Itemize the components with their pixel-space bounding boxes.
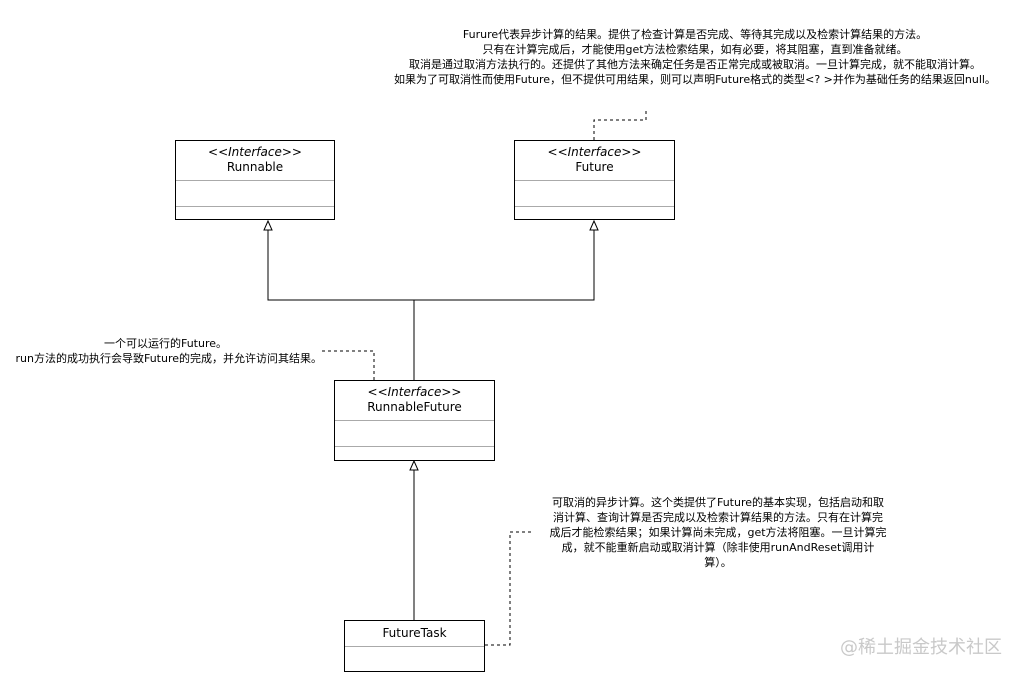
inheritance-arrow-runnable: [263, 219, 273, 231]
class-future-name: Future: [575, 160, 614, 174]
inheritance-arrow-futuretask: [409, 459, 419, 471]
note-runnable-future: 一个可以运行的Future。 run方法的成功执行会导致Future的完成，并允…: [0, 336, 323, 366]
note-link-future: [593, 110, 647, 140]
note-future-task-line: 成，就不能重新启动或取消计算（除非使用runAndReset调用计: [561, 541, 875, 554]
inheritance-arrow-future: [589, 219, 599, 231]
note-future-task-line: 可取消的异步计算。这个类提供了Future的基本实现，包括启动和取: [551, 496, 885, 509]
inheritance-line-future: [414, 230, 595, 301]
class-runnable-future-methods: [335, 447, 494, 460]
note-future-task-line: 成后才能检索结果；如果计算尚未完成，get方法将阻塞。一旦计算完: [549, 526, 887, 539]
class-future-task[interactable]: FutureTask: [344, 620, 485, 672]
class-future-stereotype: <<Interface>>: [547, 145, 642, 159]
class-runnable-future[interactable]: <<Interface>> RunnableFuture: [334, 380, 495, 461]
class-runnable-future-attributes: [335, 421, 494, 447]
class-runnable-attributes: [176, 181, 334, 207]
class-future-methods: [515, 207, 674, 219]
class-runnable-header: <<Interface>> Runnable: [176, 141, 334, 181]
class-future-task-header: FutureTask: [345, 621, 484, 647]
class-runnable-methods: [176, 207, 334, 219]
note-future-task: 可取消的异步计算。这个类提供了Future的基本实现，包括启动和取 消计算、查询…: [522, 495, 914, 570]
class-runnable-stereotype: <<Interface>>: [208, 145, 302, 159]
class-runnable[interactable]: <<Interface>> Runnable: [175, 140, 335, 220]
inheritance-line-runnable: [267, 230, 415, 380]
note-future: Furure代表异步计算的结果。提供了检查计算是否完成、等待其完成以及检索计算结…: [370, 27, 1020, 87]
note-future-line: 只有在计算完成后，才能使用get方法检索结果，如有必要，将其阻塞，直到准备就绪。: [482, 43, 908, 56]
note-runnable-future-line: run方法的成功执行会导致Future的完成，并允许访问其结果。: [15, 352, 323, 365]
note-future-line: 取消是通过取消方法执行的。还提供了其他方法来确定任务是否正常完成或被取消。一旦计…: [409, 58, 981, 71]
watermark-text: @稀土掘金技术社区: [840, 637, 1002, 658]
class-future-attributes: [515, 181, 674, 207]
note-runnable-future-line: 一个可以运行的Future。: [103, 337, 227, 350]
class-runnable-future-stereotype: <<Interface>>: [367, 385, 462, 399]
class-future-task-name: FutureTask: [382, 626, 447, 640]
note-future-task-line: 消计算、查询计算是否完成以及检索计算结果的方法。只有在计算完: [553, 511, 883, 524]
note-future-task-line: 算）。: [704, 556, 732, 569]
class-runnable-future-header: <<Interface>> RunnableFuture: [335, 381, 494, 421]
class-runnable-name: Runnable: [226, 160, 284, 174]
note-future-line: Furure代表异步计算的结果。提供了检查计算是否完成、等待其完成以及检索计算结…: [462, 28, 928, 41]
note-future-line: 如果为了可取消性而使用Future，但不提供可用结果，则可以声明Future格式…: [394, 73, 996, 86]
note-link-runnable-future: [322, 350, 375, 380]
class-future-header: <<Interface>> Future: [515, 141, 674, 181]
note-link-futuretask: [485, 531, 533, 646]
class-runnable-future-name: RunnableFuture: [367, 400, 462, 414]
class-future[interactable]: <<Interface>> Future: [514, 140, 675, 220]
class-future-task-body: [345, 647, 484, 671]
